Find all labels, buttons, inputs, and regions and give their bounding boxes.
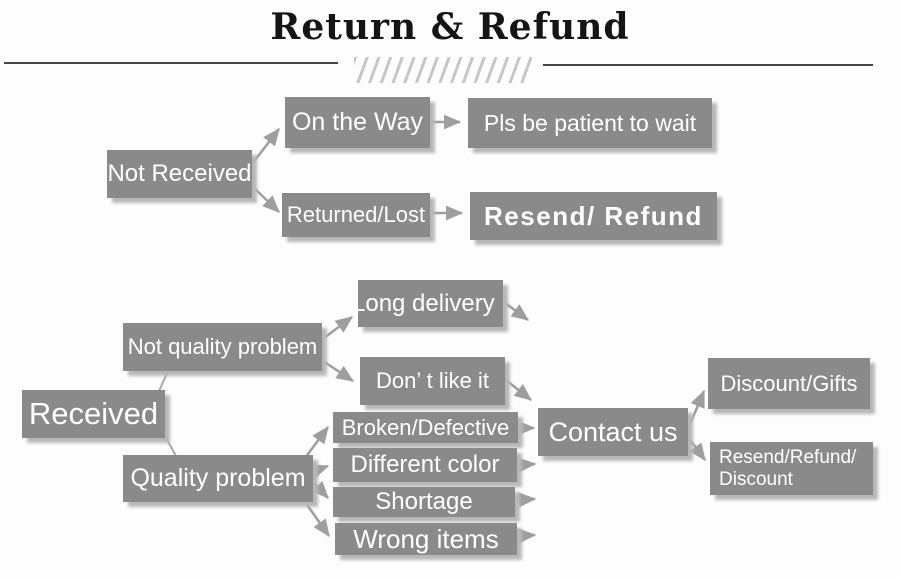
node-pls-be-patient: Pls be patient to wait xyxy=(468,98,712,148)
arrow-contactus-resendrefunddiscount xyxy=(686,436,707,462)
arrow-notreceived-returnedlost xyxy=(251,185,280,213)
node-returned-lost-label: Returned/Lost xyxy=(286,202,426,227)
line-notquality-received xyxy=(158,370,169,392)
arrow-dontlike-contactus xyxy=(505,379,532,401)
arrow-notquality-longdelivery xyxy=(319,316,353,342)
node-different-color-label: Different color xyxy=(350,451,500,478)
node-contact-us-label: Contact us xyxy=(548,416,678,447)
node-returned-lost: Returned/Lost xyxy=(282,193,430,237)
node-dont-like-it-label: Don’ t like it xyxy=(376,368,489,393)
arrow-contactus-discountgifts xyxy=(686,389,706,430)
node-discount-gifts: Discount/Gifts xyxy=(708,358,870,409)
arrow-notreceived-ontheway xyxy=(251,128,280,165)
node-wrong-items: Wrong items xyxy=(335,523,517,555)
node-resend-refund-discount-line2: Discount xyxy=(719,468,793,490)
node-broken-defective-label: Broken/Defective xyxy=(341,414,510,440)
node-long-delivery: Long delivery xyxy=(358,280,503,327)
node-shortage: Shortage xyxy=(333,487,515,517)
node-on-the-way-label: On the Way xyxy=(291,108,424,136)
node-on-the-way: On the Way xyxy=(285,97,430,148)
page-title: Return & Refund xyxy=(270,6,630,48)
node-received-label: Received xyxy=(28,396,159,431)
node-quality-problem: Quality problem xyxy=(123,455,313,502)
arrow-diffcolor-out xyxy=(517,457,537,473)
node-discount-gifts-label: Discount/Gifts xyxy=(720,370,858,396)
node-resend-refund-label: Resend/ Refund xyxy=(484,200,703,231)
arrow-quality-wrongitems xyxy=(301,498,331,538)
node-not-quality-problem: Not quality problem xyxy=(123,323,322,371)
node-pls-be-patient-label: Pls be patient to wait xyxy=(483,109,697,136)
hatch-decoration-icon xyxy=(354,57,532,83)
node-contact-us: Contact us xyxy=(538,408,688,456)
arrow-quality-shortage xyxy=(311,481,329,499)
arrow-quality-diffcolor xyxy=(310,464,330,479)
node-quality-problem-label: Quality problem xyxy=(130,464,306,492)
node-received: Received xyxy=(22,390,165,438)
node-dont-like-it: Don’ t like it xyxy=(360,357,505,405)
node-resend-refund: Resend/ Refund xyxy=(470,192,717,240)
title-rule-right xyxy=(543,64,873,66)
node-not-received-label: Not Received xyxy=(107,160,252,187)
node-wrong-items-label: Wrong items xyxy=(353,523,499,554)
node-shortage-label: Shortage xyxy=(375,488,473,515)
node-not-received: Not Received xyxy=(107,150,252,198)
node-broken-defective: Broken/Defective xyxy=(333,412,518,443)
arrow-wrongitems-out xyxy=(517,528,537,544)
node-resend-refund-discount: Resend/Refund/ Discount xyxy=(710,442,873,495)
node-not-quality-problem-label: Not quality problem xyxy=(127,334,318,359)
node-different-color: Different color xyxy=(333,448,517,482)
arrow-longdelivery-out xyxy=(503,301,529,321)
node-resend-refund-discount-line1: Resend/Refund/ xyxy=(719,446,857,468)
arrow-shortage-out xyxy=(515,492,537,508)
arrow-quality-broken xyxy=(303,425,330,459)
arrow-notquality-dontlike xyxy=(319,357,355,383)
node-long-delivery-label: Long delivery xyxy=(358,289,495,317)
title-rule-left xyxy=(4,62,338,64)
line-received-quality xyxy=(164,435,177,457)
